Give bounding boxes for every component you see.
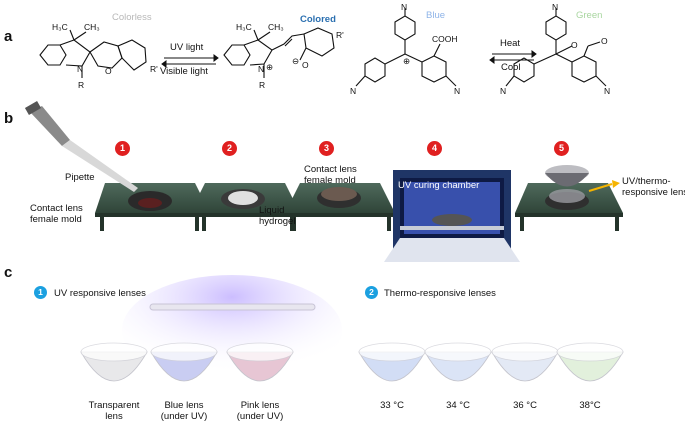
blue-cooh: COOH bbox=[432, 34, 458, 44]
spiro-n: N bbox=[77, 64, 84, 74]
green-o-ring: O bbox=[571, 40, 578, 50]
thermo-lens-badge: 2 bbox=[365, 286, 378, 299]
green-o-carbonyl: O bbox=[601, 36, 608, 46]
spiro-rprime: R' bbox=[150, 64, 158, 74]
heat-cool-equilibrium-arrows bbox=[489, 50, 537, 64]
uv-visible-equilibrium-arrows bbox=[161, 54, 219, 68]
mero-ch3: CH₃ bbox=[268, 22, 284, 32]
spiro-h3c: H₃C bbox=[52, 22, 68, 32]
lens-label-pink: Pink lens (under UV) bbox=[236, 400, 284, 422]
spiro-o: O bbox=[105, 66, 112, 76]
lens-label-33c: 33 °C bbox=[380, 400, 404, 411]
mold-stand-3 bbox=[285, 183, 395, 231]
cool-label: Cool bbox=[501, 62, 521, 73]
green-label: Green bbox=[576, 10, 603, 21]
colorless-label: Colorless bbox=[112, 12, 152, 23]
liquid-hydrogel-label: Liquid hydrogel bbox=[259, 205, 296, 227]
colored-label: Colored bbox=[300, 14, 336, 25]
thermo-lens-1 bbox=[358, 342, 426, 382]
mold-stand-2 bbox=[190, 183, 300, 231]
heat-label: Heat bbox=[500, 38, 521, 49]
pipette-graphic bbox=[24, 101, 138, 192]
step-5-badge: 5 bbox=[554, 141, 569, 156]
lens-label-34c: 34 °C bbox=[446, 400, 470, 411]
spiro-r: R bbox=[78, 80, 85, 90]
green-dye-structure bbox=[505, 8, 607, 87]
pipette-label: Pipette bbox=[65, 172, 95, 183]
thermo-lens-4 bbox=[556, 342, 624, 382]
uv-lens-2 bbox=[150, 342, 218, 382]
blue-n-top: N bbox=[401, 2, 408, 12]
thermo-lens-title: Thermo-responsive lenses bbox=[384, 288, 496, 299]
mero-n: N bbox=[258, 64, 265, 74]
uv-light-label: UV light bbox=[170, 42, 204, 53]
uv-lens-title: UV responsive lenses bbox=[54, 288, 146, 299]
mero-r: R bbox=[259, 80, 266, 90]
lens-label-blue: Blue lens (under UV) bbox=[160, 400, 208, 422]
uv-thermo-lens-label: UV/thermo- responsive lens bbox=[622, 176, 685, 198]
merocyanine-structure bbox=[223, 27, 335, 78]
mero-o: O bbox=[302, 60, 309, 70]
step-4-badge: 4 bbox=[427, 141, 442, 156]
thermo-lens-2 bbox=[424, 342, 492, 382]
mold-stand-1 bbox=[95, 183, 210, 231]
step-3-badge: 3 bbox=[319, 141, 334, 156]
mero-plus: ⊕ bbox=[266, 62, 274, 72]
uv-lens-1 bbox=[80, 342, 148, 382]
green-n-left: N bbox=[500, 86, 507, 96]
blue-dye-structure bbox=[355, 8, 457, 87]
spiro-ch3: CH₃ bbox=[84, 22, 100, 32]
mero-minus: ⊖ bbox=[292, 56, 300, 66]
step-2-badge: 2 bbox=[222, 141, 237, 156]
uv-lens-badge: 1 bbox=[34, 286, 47, 299]
blue-label: Blue bbox=[426, 10, 446, 21]
uv-lens-3 bbox=[226, 342, 294, 382]
spiropyran-structure bbox=[39, 29, 147, 78]
blue-plus: ⊕ bbox=[403, 56, 411, 66]
mero-h3c: H₃C bbox=[236, 22, 252, 32]
mold-stands bbox=[24, 101, 623, 262]
lens-label-transparent: Transparent lens bbox=[88, 400, 140, 422]
panel-a-letter: a bbox=[4, 28, 13, 45]
female-mold-label: Contact lens female mold bbox=[30, 203, 83, 225]
mero-rprime: R' bbox=[336, 30, 344, 40]
uv-curing-chamber bbox=[384, 170, 520, 262]
visible-light-label: Visible light bbox=[160, 66, 208, 77]
blue-n-left: N bbox=[350, 86, 357, 96]
step-1-badge: 1 bbox=[115, 141, 130, 156]
uv-chamber-label: UV curing chamber bbox=[398, 180, 480, 191]
contact-lens-mold-label: Contact lens female mold bbox=[304, 164, 357, 186]
green-n-right: N bbox=[604, 86, 611, 96]
green-n-top: N bbox=[552, 2, 559, 12]
lens-label-38c: 38°C bbox=[579, 400, 601, 411]
uv-thermo-arrow bbox=[588, 180, 620, 192]
blue-n-right: N bbox=[454, 86, 461, 96]
panel-c-letter: c bbox=[4, 264, 13, 281]
mold-stand-5 bbox=[515, 165, 623, 231]
thermo-lens-3 bbox=[491, 342, 559, 382]
lens-label-36c: 36 °C bbox=[513, 400, 537, 411]
panel-b-letter: b bbox=[4, 110, 14, 127]
